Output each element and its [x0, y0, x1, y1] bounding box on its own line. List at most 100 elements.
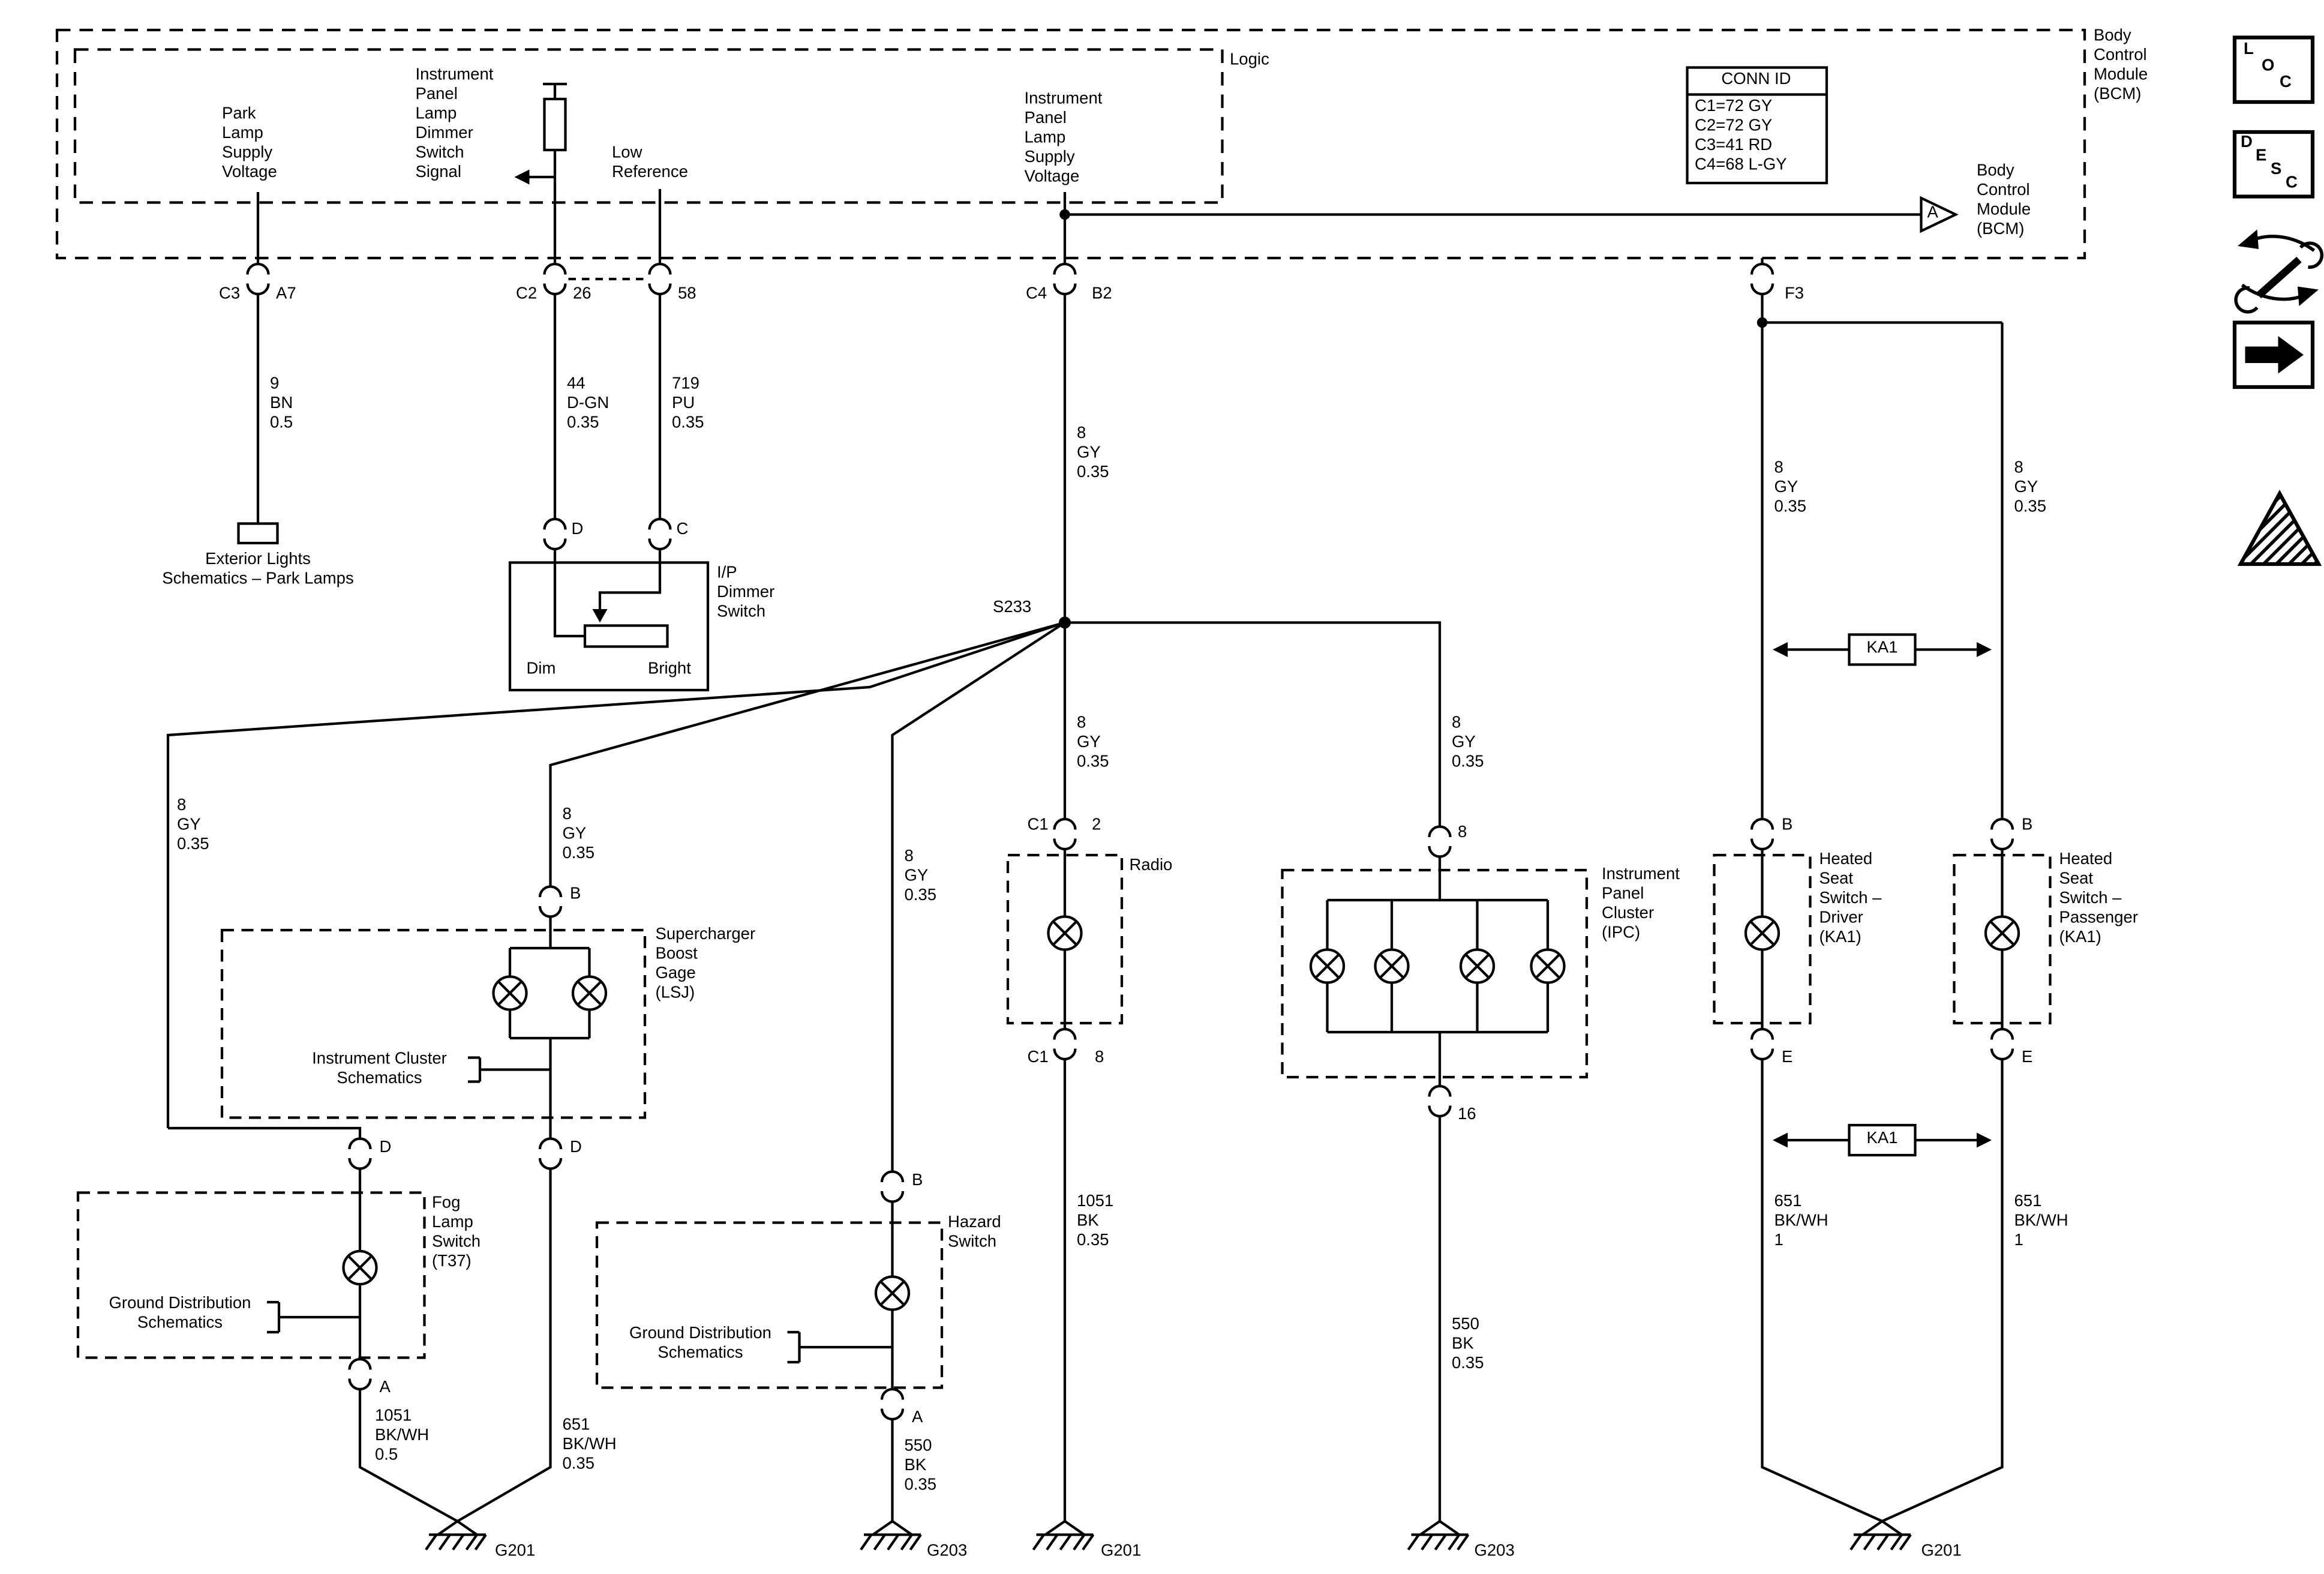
- ground-g201-left-icon: [426, 1521, 486, 1550]
- hazard-branch-wires: [787, 621, 1066, 1521]
- hs-driver-lamp-icon: [1746, 917, 1779, 950]
- fog-lamp-icon: [344, 1251, 377, 1284]
- wire-label-8-gy-fog: 8 GY 0.35: [177, 796, 209, 854]
- ground-g201-right-icon: [1851, 1521, 1911, 1550]
- desc-icon-letter: D: [2241, 133, 2253, 152]
- desc-icon-letter: E: [2256, 147, 2267, 165]
- radio-label: Radio: [1129, 856, 1173, 875]
- conn-id-table-box: [1686, 66, 1828, 185]
- ground-symbols: [426, 1521, 1911, 1550]
- wire-label-1051-fog: 1051 BK/WH 0.5: [375, 1407, 430, 1464]
- pin-label-dimmer-c: C: [676, 520, 689, 539]
- hazard-switch-box: [595, 1221, 944, 1389]
- wire-label-719-pu: 719 PU 0.35: [672, 375, 704, 432]
- loc-icon-letter: L: [2244, 40, 2254, 59]
- pin-label-radio-2: 2: [1092, 816, 1101, 834]
- desc-icon-letter: S: [2271, 160, 2282, 179]
- pin-label-hs-pas-e: E: [2022, 1048, 2033, 1067]
- ground-distribution-label-1: Ground Distribution Schematics: [109, 1294, 251, 1333]
- park-lamp-supply-label: Park Lamp Supply Voltage: [222, 105, 277, 182]
- supercharger-branch-wires: [457, 621, 1065, 1522]
- pin-label-radio-c1-top: C1: [1027, 816, 1049, 834]
- loc-icon-letter: C: [2280, 73, 2292, 92]
- wire-label-8-gy-ipc: 8 GY 0.35: [1452, 714, 1484, 771]
- pin-label-ipc-8: 8: [1458, 823, 1467, 842]
- ground-g203-right-icon: [1409, 1521, 1469, 1550]
- desc-icon-letter: C: [2286, 174, 2298, 192]
- logic-label: Logic: [1230, 51, 1269, 69]
- pin-label-hs-drv-b: B: [1782, 816, 1793, 834]
- ipc-label: Instrument Panel Cluster (IPC): [1602, 865, 1680, 943]
- hs-driver-label: Heated Seat Switch – Driver (KA1): [1819, 850, 1882, 947]
- wire-label-44-dgn: 44 D-GN 0.35: [567, 375, 609, 432]
- instrument-cluster-label: Instrument Cluster Schematics: [312, 1050, 447, 1088]
- lamp-symbols: [344, 917, 2019, 1310]
- conn-id-row: C3=41 RD: [1695, 136, 1773, 155]
- hs-passenger-lamp-icon: [1986, 917, 2019, 950]
- bcm-arrow-letter: A: [1927, 204, 1938, 222]
- dimmer-signal-arrow: [514, 169, 530, 185]
- ip-lamp-supply-label: Instrument Panel Lamp Supply Voltage: [1024, 90, 1103, 186]
- wire-label-651-drv: 651 BK/WH 1: [1774, 1192, 1828, 1250]
- wire-label-8-gy-radio: 8 GY 0.35: [1077, 714, 1109, 771]
- wire-label-651-sc: 651 BK/WH 0.35: [562, 1416, 617, 1473]
- loc-icon-letter: O: [2262, 57, 2275, 75]
- dim-label: Dim: [526, 660, 556, 678]
- ground-label-g201-left: G201: [495, 1542, 536, 1560]
- ground-g201-mid-icon: [1034, 1521, 1094, 1550]
- arrow-icon[interactable]: [2232, 320, 2315, 389]
- pin-label-c4: C4: [1026, 285, 1047, 303]
- ipc-box: [1281, 868, 1589, 1079]
- ipc-lamp-icon: [1461, 950, 1494, 983]
- hs-passenger-label: Heated Seat Switch – Passenger (KA1): [2059, 850, 2138, 947]
- dimmer-switch-internals: [553, 549, 662, 638]
- pin-label-radio-8: 8: [1095, 1048, 1104, 1067]
- ground-label-g201-right: G201: [1921, 1542, 1962, 1560]
- caution-icon: [2237, 490, 2322, 566]
- wire-label-8-gy-main: 8 GY 0.35: [1077, 424, 1109, 482]
- hazard-switch-label: Hazard Switch: [948, 1213, 1001, 1252]
- pin-label-c2: C2: [516, 285, 538, 303]
- inline-connectors: [248, 264, 2013, 1419]
- bright-label: Bright: [648, 660, 691, 678]
- dimmer-switch-outline: [508, 561, 710, 692]
- wire-label-651-pas: 651 BK/WH 1: [2014, 1192, 2068, 1250]
- bcm-outer-label: Body Control Module (BCM): [2094, 27, 2148, 104]
- pin-label-58: 58: [678, 285, 696, 303]
- wire-label-550-ipc: 550 BK 0.35: [1452, 1315, 1484, 1373]
- wire-label-1051-bk: 1051 BK 0.35: [1077, 1192, 1114, 1250]
- wire-label-8-gy-sc: 8 GY 0.35: [562, 805, 595, 863]
- heated-seat-wires: [1761, 648, 2004, 1522]
- pin-label-26: 26: [573, 285, 591, 303]
- ground-label-g201-mid: G201: [1101, 1542, 1142, 1560]
- ka1-top-label: KA1: [1866, 639, 1898, 657]
- wire-label-8-gy-hs-pas: 8 GY 0.35: [2014, 459, 2047, 516]
- radio-lamp-icon: [1049, 917, 1082, 950]
- ipc-branch-wires: [1065, 621, 1550, 1521]
- pin-label-fog-d: D: [379, 1138, 392, 1157]
- ka1-bottom-label: KA1: [1866, 1129, 1898, 1148]
- hazard-lamp-icon: [876, 1277, 909, 1310]
- loc-icon[interactable]: [2232, 35, 2315, 104]
- pin-label-radio-c1-bot: C1: [1027, 1048, 1049, 1067]
- low-reference-label: Low Reference: [612, 144, 688, 182]
- pin-label-haz-a: A: [912, 1408, 923, 1427]
- pin-label-b2: B2: [1092, 285, 1112, 303]
- pin-label-fog-a: A: [379, 1378, 391, 1397]
- ground-label-g203-right: G203: [1474, 1542, 1515, 1560]
- bcm-direction-arrow: [1920, 196, 1959, 233]
- desc-icon[interactable]: [2232, 130, 2315, 199]
- pin-label-sc-b: B: [570, 885, 581, 903]
- pin-label-ipc-16: 16: [1458, 1105, 1476, 1124]
- dimmer-switch-label: I/P Dimmer Switch: [717, 564, 775, 621]
- pin-label-a7: A7: [276, 285, 296, 303]
- bcm-arrow-label: Body Control Module (BCM): [1977, 162, 2031, 239]
- supercharger-label: Supercharger Boost Gage (LSJ): [655, 925, 756, 1003]
- wrench-arrows-icon[interactable]: [2234, 229, 2324, 314]
- wire-label-9-bn: 9 BN 0.5: [270, 375, 293, 432]
- pin-label-hs-drv-e: E: [1782, 1048, 1793, 1067]
- exterior-lights-label: Exterior Lights Schematics – Park Lamps: [162, 550, 354, 589]
- bcm-wires: [256, 82, 2004, 819]
